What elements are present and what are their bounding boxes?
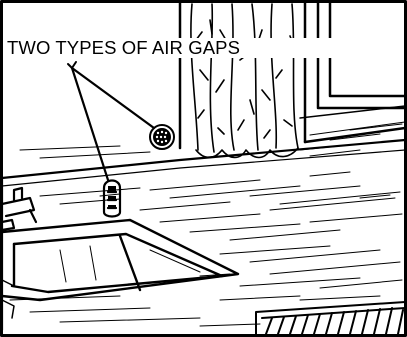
- dishwasher-vent: [256, 302, 405, 336]
- countertop: [2, 140, 405, 330]
- window-curtain: [191, 4, 298, 158]
- caption-label: TWO TYPES OF AIR GAPS: [4, 38, 340, 58]
- countertop-grain: [10, 172, 402, 326]
- cylindrical-air-gap: [104, 181, 120, 217]
- leader-lines: [68, 62, 154, 180]
- sink: [2, 220, 238, 318]
- faucet: [2, 188, 36, 230]
